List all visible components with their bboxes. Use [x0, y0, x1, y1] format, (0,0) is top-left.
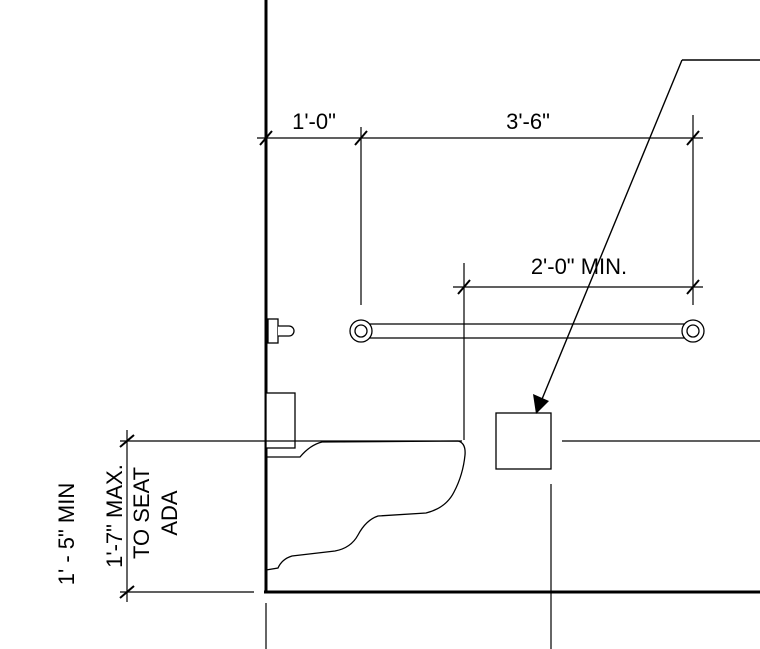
toilet — [265, 392, 466, 571]
leader-arrowhead — [533, 394, 549, 414]
seat-height-dimension — [119, 430, 135, 602]
grab-bar — [349, 319, 705, 343]
tick-bar-end — [686, 130, 700, 146]
dimension-label-seat-min: 1' - 5" MIN — [54, 483, 79, 585]
dimension-label-seat-max: 1'-7" MAX. — [102, 464, 127, 568]
dimension-label-ada: ADA — [157, 490, 182, 536]
leader-arrow — [539, 59, 760, 405]
tick-bar-start — [354, 130, 368, 146]
seat-height-reference-lines — [120, 440, 760, 593]
tick-seat-top — [119, 434, 135, 448]
dimension-label-wall-to-bar: 1'-0" — [292, 109, 336, 134]
toilet-bowl-outline — [265, 440, 466, 571]
flush-valve-fitting — [267, 318, 295, 344]
tick-clearance-start — [457, 279, 471, 295]
dimension-label-to-seat: TO SEAT — [129, 467, 154, 559]
toilet-carrier — [265, 392, 296, 449]
dimension-label-min-clearance: 2'-0" MIN. — [531, 254, 627, 279]
top-dimension-line — [257, 115, 703, 305]
dimension-label-bar-length: 3'-6" — [506, 109, 550, 134]
tick-seat-bottom — [119, 585, 135, 599]
centerlines — [265, 484, 552, 649]
wall-and-floor — [264, 0, 760, 594]
min-clearance-dimension — [453, 263, 703, 440]
tick-clearance-end — [686, 279, 700, 295]
flush-control-box — [495, 412, 552, 470]
tick-wall — [259, 130, 273, 146]
